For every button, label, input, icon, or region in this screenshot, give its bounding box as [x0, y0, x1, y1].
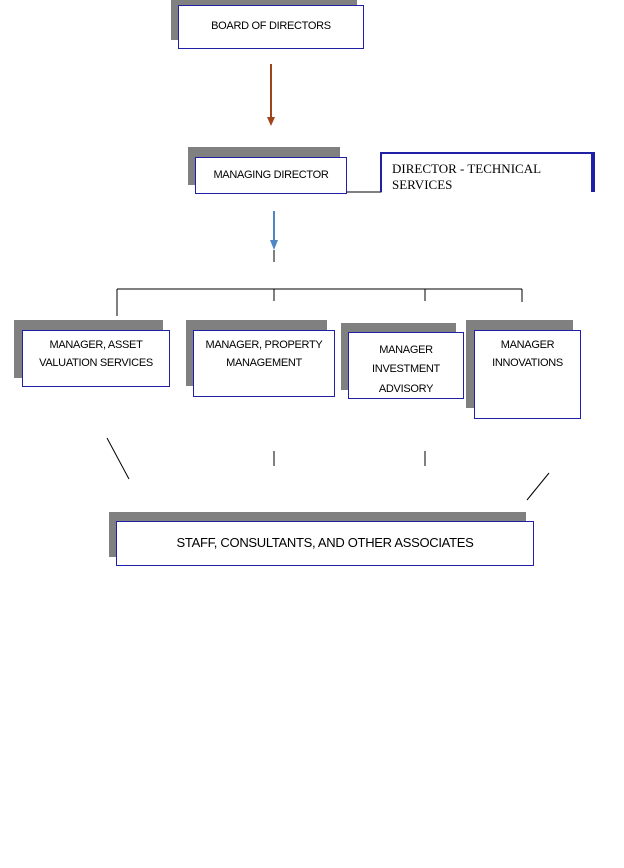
- manager-property-label-line1: MANAGER, PROPERTY: [205, 339, 323, 351]
- manager-property-box: MANAGER, PROPERTY MANAGEMENT: [193, 330, 335, 397]
- technical-director-label: DIRECTOR - TECHNICAL SERVICES: [392, 161, 541, 192]
- staff-label: STAFF, CONSULTANTS, AND OTHER ASSOCIATES: [176, 535, 474, 551]
- manager-innovations-label-line1: MANAGER: [500, 339, 555, 351]
- manager-investment-label-line1: MANAGER: [379, 344, 433, 356]
- manager-investment-box: MANAGER INVESTMENT ADVISORY: [348, 332, 464, 399]
- manager-innovations-box: MANAGER INNOVATIONS: [474, 330, 581, 419]
- manager-investment-label-line2: INVESTMENT: [372, 363, 440, 376]
- manager-asset-label-line2: VALUATION SERVICES: [39, 356, 153, 369]
- arrowhead-md-to-managers: [270, 240, 278, 250]
- arrowhead-board-to-md: [267, 117, 275, 126]
- board-of-directors-label: BOARD OF DIRECTORS: [211, 20, 331, 33]
- link-asset-to-staff: [106, 437, 130, 480]
- managing-director-label: MANAGING DIRECTOR: [213, 168, 329, 181]
- connector-md-to-technical: [347, 154, 382, 193]
- manager-property-label-line2: MANAGEMENT: [226, 356, 302, 369]
- board-of-directors-box: BOARD OF DIRECTORS: [178, 5, 364, 49]
- manager-asset-label-line1: MANAGER, ASSET: [49, 339, 143, 351]
- managing-director-box: MANAGING DIRECTOR: [195, 157, 347, 194]
- manager-asset-box: MANAGER, ASSET VALUATION SERVICES: [22, 330, 170, 387]
- staff-box: STAFF, CONSULTANTS, AND OTHER ASSOCIATES: [116, 521, 534, 566]
- link-innovations-to-staff: [526, 472, 550, 501]
- manager-investment-label-line3: ADVISORY: [378, 382, 434, 395]
- manager-innovations-label-line2: INNOVATIONS: [492, 356, 563, 369]
- technical-director-box: DIRECTOR - TECHNICAL SERVICES: [380, 152, 595, 192]
